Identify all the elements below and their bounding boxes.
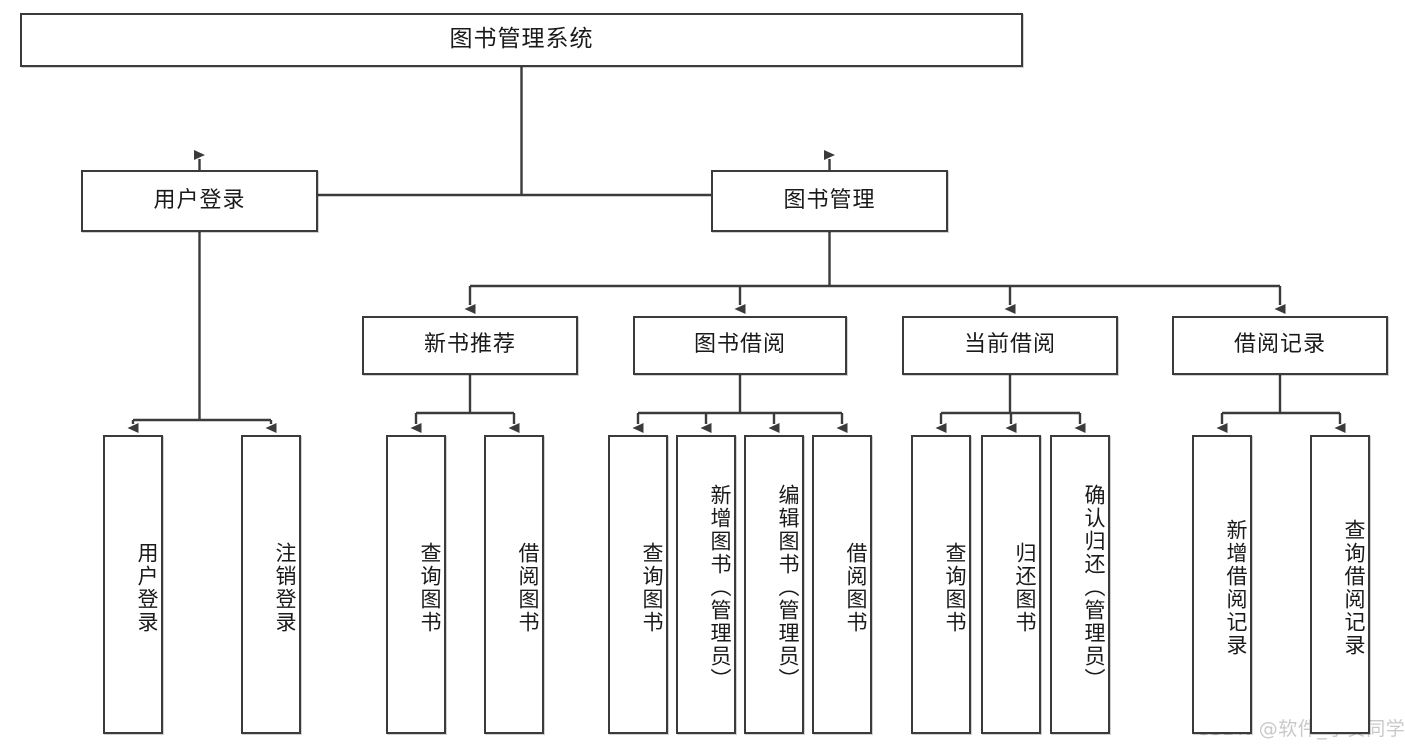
node-leaf-add-record[interactable]: 新增借阅记录 (1192, 435, 1252, 734)
node-label: 新增图书（管理员） (708, 484, 732, 691)
node-leaf-query-book-borrow[interactable]: 查询图书 (608, 435, 668, 734)
node-label: 当前借阅 (963, 332, 1056, 358)
node-label: 图书管理系统 (449, 26, 594, 53)
node-leaf-edit-book[interactable]: 编辑图书（管理员） (744, 435, 804, 734)
node-leaf-user-logout[interactable]: 注销登录 (241, 435, 301, 734)
node-label: 注销登录 (273, 541, 297, 634)
node-label: 查询图书 (640, 541, 664, 634)
node-label: 图书借阅 (693, 332, 786, 358)
node-label: 确认归还（管理员） (1082, 484, 1106, 691)
node-label: 编辑图书（管理员） (776, 484, 800, 691)
node-current-borrow[interactable]: 当前借阅 (902, 316, 1118, 375)
node-leaf-borrow-book[interactable]: 借阅图书 (812, 435, 872, 734)
node-user-login[interactable]: 用户登录 (81, 170, 318, 232)
node-label: 查询图书 (418, 541, 442, 634)
node-label: 归还图书 (1013, 541, 1037, 634)
node-label: 借阅记录 (1233, 332, 1326, 358)
root-node[interactable]: 图书管理系统 (20, 13, 1023, 67)
node-leaf-add-book[interactable]: 新增图书（管理员） (676, 435, 736, 734)
node-leaf-borrow-book-rec[interactable]: 借阅图书 (484, 435, 544, 734)
node-label: 借阅图书 (844, 541, 868, 634)
node-book-management[interactable]: 图书管理 (711, 170, 948, 232)
node-label: 查询借阅记录 (1342, 518, 1366, 657)
node-leaf-query-book-cur[interactable]: 查询图书 (911, 435, 971, 734)
node-label: 新书推荐 (423, 332, 516, 358)
node-label: 查询图书 (943, 541, 967, 634)
node-label: 新增借阅记录 (1224, 518, 1248, 657)
node-new-book-recommend[interactable]: 新书推荐 (362, 316, 578, 375)
node-leaf-return-book[interactable]: 归还图书 (981, 435, 1041, 734)
node-label: 借阅图书 (516, 541, 540, 634)
node-label: 图书管理 (783, 187, 876, 213)
node-leaf-query-book-rec[interactable]: 查询图书 (386, 435, 446, 734)
node-leaf-user-login[interactable]: 用户登录 (103, 435, 163, 734)
node-borrow-record[interactable]: 借阅记录 (1172, 316, 1388, 375)
node-leaf-confirm-return[interactable]: 确认归还（管理员） (1050, 435, 1110, 734)
node-label: 用户登录 (153, 187, 246, 213)
node-leaf-query-record[interactable]: 查询借阅记录 (1310, 435, 1370, 734)
node-book-borrow[interactable]: 图书借阅 (633, 316, 847, 375)
node-label: 用户登录 (135, 541, 159, 634)
